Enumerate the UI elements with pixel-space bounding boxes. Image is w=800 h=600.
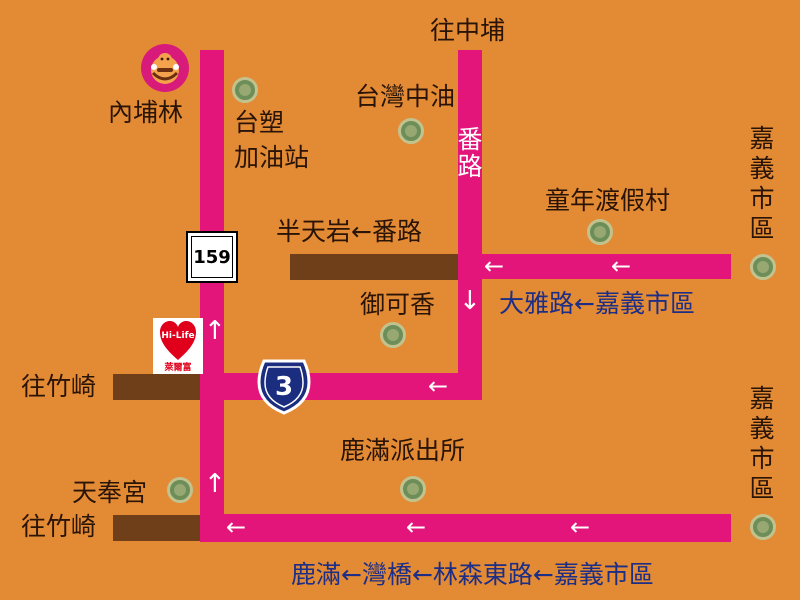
road-to-zhuqi-lower	[113, 515, 200, 541]
road-daya-horizontal	[458, 254, 731, 279]
label-bottom-route: 鹿滿←灣橋←林森東路←嘉義市區	[291, 560, 654, 589]
hilife-logo-text: Hi-Life	[161, 331, 195, 341]
arrow-down-fanlu: ↓	[459, 286, 481, 316]
road-fanlu-vertical	[458, 50, 482, 400]
label-cpc-gas: 台灣中油	[355, 82, 456, 111]
label-to-zhuqi-upper: 往竹崎	[21, 372, 97, 401]
label-daya-road: 大雅路←嘉義市區	[499, 289, 695, 318]
arrow-left-linsen-3: ←	[570, 513, 591, 541]
label-to-zhuqi-lower: 往竹崎	[21, 512, 97, 541]
landmark-dot-tianfeng-temple	[167, 477, 193, 503]
arrow-left-linsen-1: ←	[226, 513, 247, 541]
label-tianfeng-temple: 天奉宮	[72, 478, 148, 507]
landmark-dot-chiayi-city-bottom	[750, 514, 776, 540]
road-bantianyan	[290, 254, 458, 280]
start-mascot-icon	[141, 44, 189, 92]
route-159-sign-icon: 159	[186, 231, 238, 283]
arrow-left-daya-1: ←	[484, 252, 505, 280]
arrow-left-highway3: ←	[428, 372, 449, 400]
arrow-left-daya-2: ←	[611, 252, 632, 280]
landmark-dot-chiayi-city-top	[750, 254, 776, 280]
label-bantianyan: 半天岩←番路	[276, 217, 422, 246]
label-chiayi-city-bottom: 嘉義市區	[749, 384, 775, 503]
arrow-left-linsen-2: ←	[406, 513, 427, 541]
hilife-store-icon: Hi-Life 萊爾富	[153, 318, 203, 374]
road-to-zhuqi-upper	[113, 374, 200, 400]
label-formosa-gas-line2: 加油站	[234, 143, 310, 172]
hilife-heart-icon	[160, 321, 196, 360]
label-to-zhongpu: 往中埔	[430, 16, 506, 45]
hilife-brand-text: 萊爾富	[164, 363, 192, 373]
landmark-dot-childhood-resort	[587, 219, 613, 245]
road-159-vertical	[200, 50, 224, 542]
arrow-up-159-upper: ↑	[204, 316, 226, 346]
label-yukexiang: 御可香	[360, 290, 436, 319]
landmark-dot-lukou-police	[400, 476, 426, 502]
highway-3-number: 3	[275, 372, 293, 402]
label-neipulin: 內埔林	[108, 98, 184, 127]
label-chiayi-city-top: 嘉義市區	[749, 124, 775, 243]
label-fanlu-road: 番路	[457, 125, 483, 181]
label-formosa-gas-line1: 台塑	[234, 108, 285, 137]
label-lukou-police: 鹿滿派出所	[340, 436, 466, 465]
landmark-dot-formosa-gas	[232, 77, 258, 103]
highway-3-shield-icon: 3	[257, 359, 311, 415]
route-159-number: 159	[191, 236, 233, 278]
road-linsen-horizontal	[200, 514, 731, 542]
label-childhood-resort: 童年渡假村	[545, 186, 671, 215]
landmark-dot-cpc-gas	[398, 118, 424, 144]
road-highway3-horizontal	[200, 373, 482, 400]
landmark-dot-yukexiang	[380, 322, 406, 348]
arrow-up-159-lower: ↑	[204, 469, 226, 499]
